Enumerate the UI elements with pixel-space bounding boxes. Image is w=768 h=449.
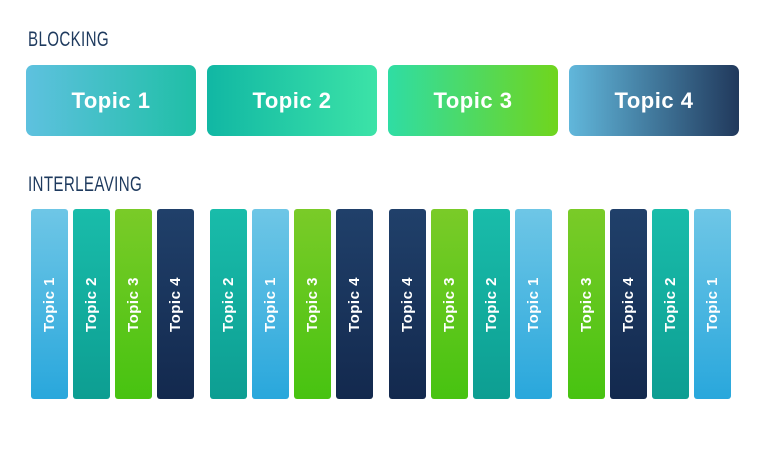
blocking-heading: BLOCKING bbox=[0, 0, 768, 50]
bar-label: Topic 4 bbox=[167, 276, 184, 332]
blocking-block-topic-2: Topic 2 bbox=[207, 65, 377, 136]
interleaving-bar-topic-2: Topic 2 bbox=[210, 209, 247, 399]
interleaving-bar-topic-1: Topic 1 bbox=[515, 209, 552, 399]
block-label: Topic 2 bbox=[252, 87, 332, 113]
interleaving-group-2: Topic 2 Topic 1 Topic 3 Topic 4 bbox=[210, 209, 373, 399]
interleaving-bar-topic-4: Topic 4 bbox=[336, 209, 373, 399]
bar-label: Topic 2 bbox=[220, 276, 237, 332]
bar-label: Topic 4 bbox=[399, 276, 416, 332]
interleaving-section: INTERLEAVING Topic 1 Topic 2 Topic 3 Top… bbox=[0, 136, 768, 399]
bar-label: Topic 2 bbox=[662, 276, 679, 332]
blocking-row: Topic 1 Topic 2 Topic 3 Topic 4 bbox=[26, 65, 768, 136]
interleaving-bar-topic-2: Topic 2 bbox=[652, 209, 689, 399]
interleaving-group-1: Topic 1 Topic 2 Topic 3 Topic 4 bbox=[31, 209, 194, 399]
bar-label: Topic 3 bbox=[578, 276, 595, 332]
interleaving-bar-topic-2: Topic 2 bbox=[473, 209, 510, 399]
bar-label: Topic 1 bbox=[704, 276, 721, 332]
bar-label: Topic 3 bbox=[441, 276, 458, 332]
block-label: Topic 3 bbox=[433, 87, 513, 113]
interleaving-bar-topic-3: Topic 3 bbox=[568, 209, 605, 399]
blocking-heading-text: BLOCKING bbox=[28, 28, 110, 51]
bar-label: Topic 4 bbox=[346, 276, 363, 332]
block-label: Topic 1 bbox=[71, 87, 151, 113]
bar-label: Topic 4 bbox=[620, 276, 637, 332]
interleaving-heading-text: INTERLEAVING bbox=[28, 173, 143, 196]
interleaving-group-3: Topic 4 Topic 3 Topic 2 Topic 1 bbox=[389, 209, 552, 399]
interleaving-bar-topic-3: Topic 3 bbox=[431, 209, 468, 399]
blocking-section: BLOCKING Topic 1 Topic 2 Topic 3 Topic 4 bbox=[0, 0, 768, 136]
interleaving-bar-topic-4: Topic 4 bbox=[157, 209, 194, 399]
interleaving-bar-topic-4: Topic 4 bbox=[610, 209, 647, 399]
interleaving-bar-topic-1: Topic 1 bbox=[694, 209, 731, 399]
interleaving-bar-topic-4: Topic 4 bbox=[389, 209, 426, 399]
bar-label: Topic 3 bbox=[304, 276, 321, 332]
interleaving-heading: INTERLEAVING bbox=[0, 136, 768, 195]
blocking-block-topic-3: Topic 3 bbox=[388, 65, 558, 136]
block-label: Topic 4 bbox=[614, 87, 694, 113]
interleaving-bar-topic-1: Topic 1 bbox=[31, 209, 68, 399]
interleaving-group-4: Topic 3 Topic 4 Topic 2 Topic 1 bbox=[568, 209, 731, 399]
bar-label: Topic 2 bbox=[483, 276, 500, 332]
blocking-block-topic-4: Topic 4 bbox=[569, 65, 739, 136]
interleaving-bar-topic-2: Topic 2 bbox=[73, 209, 110, 399]
bar-label: Topic 2 bbox=[83, 276, 100, 332]
bar-label: Topic 1 bbox=[262, 276, 279, 332]
bar-label: Topic 1 bbox=[525, 276, 542, 332]
interleaving-bar-topic-1: Topic 1 bbox=[252, 209, 289, 399]
interleaving-bar-topic-3: Topic 3 bbox=[294, 209, 331, 399]
bar-label: Topic 3 bbox=[125, 276, 142, 332]
blocking-block-topic-1: Topic 1 bbox=[26, 65, 196, 136]
interleaving-row: Topic 1 Topic 2 Topic 3 Topic 4 Topic 2 … bbox=[31, 209, 768, 399]
interleaving-bar-topic-3: Topic 3 bbox=[115, 209, 152, 399]
bar-label: Topic 1 bbox=[41, 276, 58, 332]
